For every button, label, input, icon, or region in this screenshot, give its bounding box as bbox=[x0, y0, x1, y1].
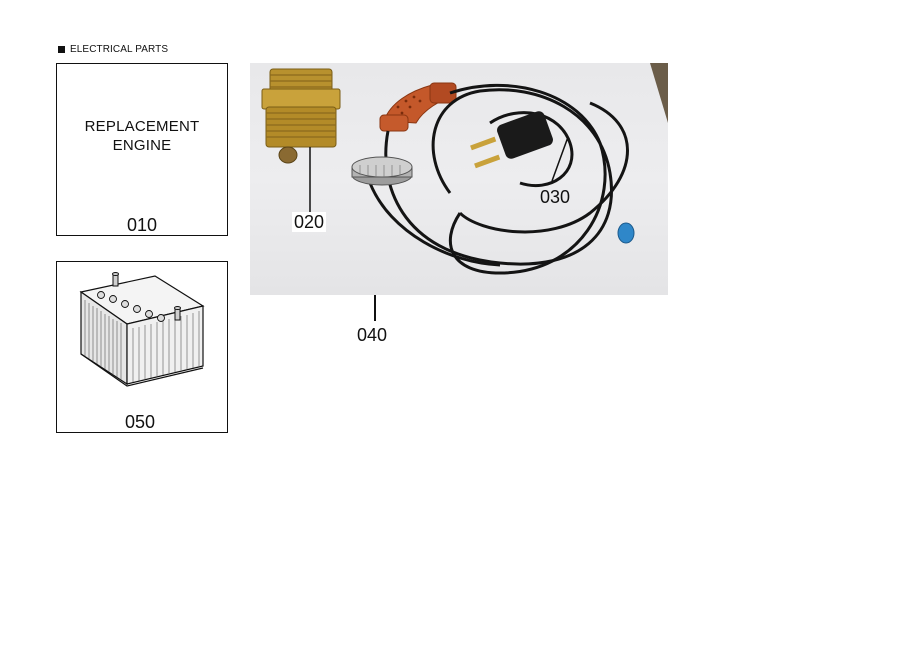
part-040-number: 040 bbox=[357, 325, 388, 345]
brass-fitting bbox=[261, 68, 341, 164]
part-030-number: 030 bbox=[540, 187, 571, 207]
heater-kit-photo: 020 030 bbox=[250, 63, 668, 295]
rubber-boot bbox=[379, 82, 457, 132]
part-050-number: 050 bbox=[125, 412, 156, 432]
replacement-engine-text: REPLACEMENT ENGINE bbox=[57, 117, 227, 155]
part-040-leader-line bbox=[374, 295, 376, 321]
plug bbox=[470, 111, 553, 169]
blue-tag bbox=[617, 222, 635, 244]
heater-kit-illustration bbox=[261, 63, 668, 275]
part-010-box[interactable]: REPLACEMENT ENGINE 010 bbox=[56, 63, 228, 236]
part-050-box[interactable]: 050 bbox=[56, 261, 228, 433]
battery-illustration bbox=[79, 272, 205, 387]
section-bullet-icon bbox=[58, 46, 65, 53]
replacement-line-1: REPLACEMENT bbox=[84, 118, 200, 135]
part-010-number: 010 bbox=[127, 215, 158, 235]
replacement-line-2: ENGINE bbox=[112, 137, 172, 154]
section-title: ELECTRICAL PARTS bbox=[58, 44, 168, 55]
part-020-number: 020 bbox=[292, 212, 327, 232]
knurled-cap bbox=[351, 156, 413, 186]
section-title-text: ELECTRICAL PARTS bbox=[70, 44, 169, 55]
